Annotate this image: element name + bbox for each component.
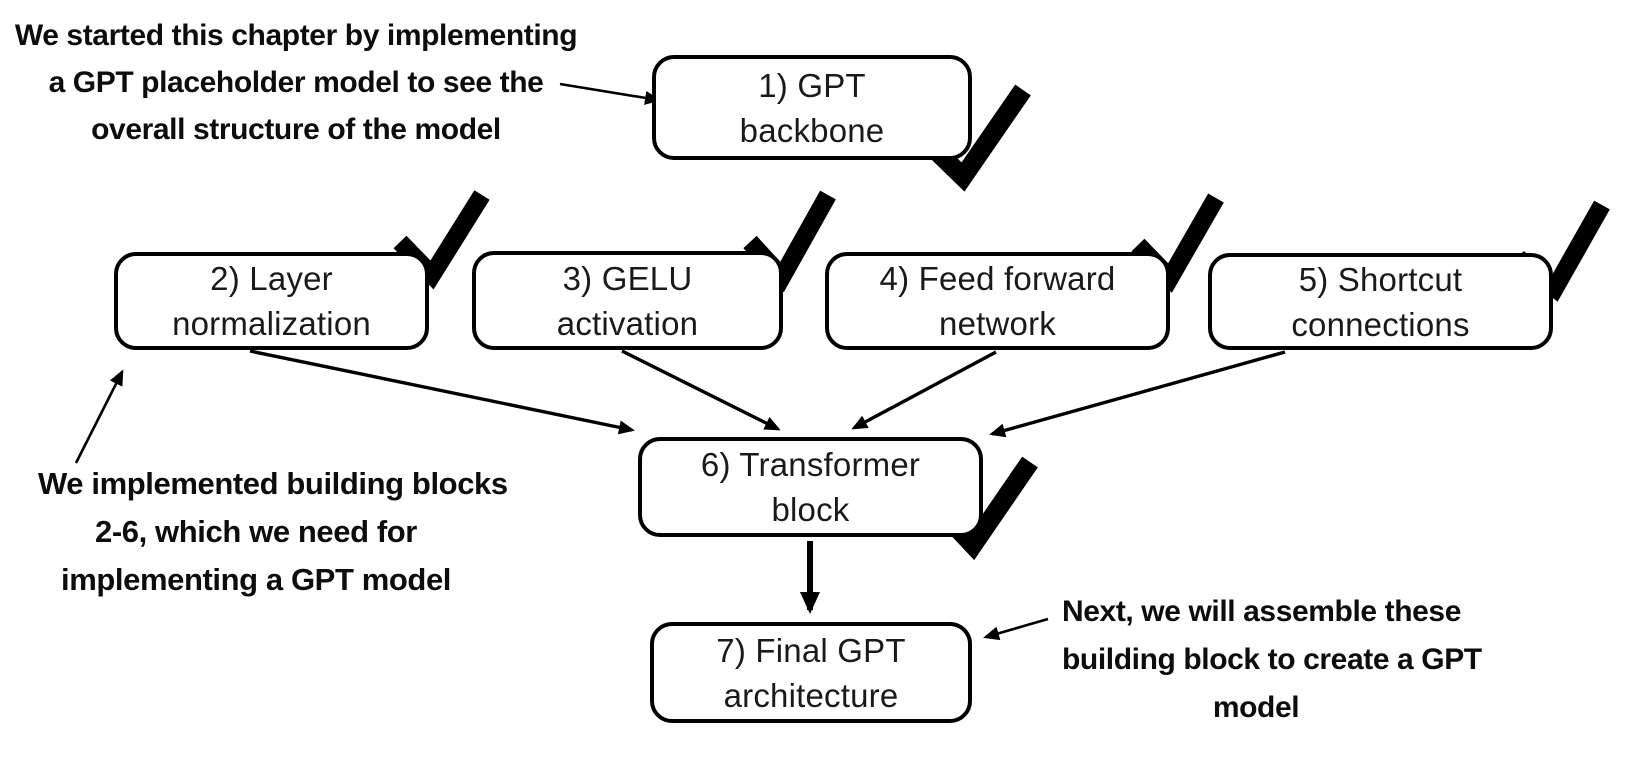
box-label-line: connections <box>1291 305 1470 343</box>
box-label-line: 1) GPT <box>758 66 866 104</box>
annotation-line: implementing a GPT model <box>60 562 451 597</box>
annotation-top-left: We started this chapter by implementing … <box>8 12 584 153</box>
box-transformer-block: 6) Transformer block <box>638 437 983 537</box>
box-label-line: architecture <box>723 676 899 714</box>
annotation-bottom-right: Next, we will assemble these building bl… <box>1062 588 1482 732</box>
box-label-line: backbone <box>739 111 885 149</box>
box-label-line: block <box>771 491 850 528</box>
annotation-line: model <box>1212 691 1300 724</box>
arrow-box4-to-box6 <box>851 350 997 430</box>
annotation-line: Next, we will assemble these <box>1062 595 1461 628</box>
annotation-line: overall structure of the model <box>91 113 501 146</box>
box-label-line: network <box>939 305 1056 342</box>
box-label-line: 7) Final GPT <box>716 631 906 669</box>
box-label-line: activation <box>556 304 699 342</box>
box-label-line: normalization <box>172 305 371 342</box>
box-final-gpt-architecture: 7) Final GPT architecture <box>650 622 972 723</box>
box-gpt-backbone: 1) GPT backbone <box>652 55 972 160</box>
annotation-line: We started this chapter by implementing <box>14 19 578 52</box>
box-gelu-activation: 3) GELU activation <box>472 251 783 350</box>
box-label-line: 6) Transformer <box>700 446 921 483</box>
box-shortcut-connections: 5) Shortcut connections <box>1208 253 1553 350</box>
box-label-line: 3) GELU <box>562 259 693 297</box>
arrow-box2-to-box6 <box>249 349 635 435</box>
box-label-line: 5) Shortcut <box>1298 260 1463 298</box>
annotation-mid-left: We implemented building blocks 2-6, whic… <box>38 460 508 604</box>
annotation-line: 2-6, which we need for <box>95 514 417 549</box>
box-label-line: 4) Feed forward <box>879 260 1116 297</box>
box-feed-forward-network: 4) Feed forward network <box>825 252 1170 350</box>
box-layer-normalization: 2) Layer normalization <box>114 252 429 350</box>
annotation-line: We implemented building blocks <box>38 466 508 501</box>
arrow-annotation-to-box2 <box>74 369 124 464</box>
annotation-line: a GPT placeholder model to see the <box>48 66 544 99</box>
annotation-line: building block to create a GPT <box>1062 643 1482 676</box>
arrow-box5-to-box6 <box>989 350 1286 438</box>
arrow-annotation-to-box7 <box>983 617 1049 641</box>
arrow-box3-to-box6 <box>621 349 781 431</box>
box-label-line: 2) Layer <box>210 260 333 297</box>
